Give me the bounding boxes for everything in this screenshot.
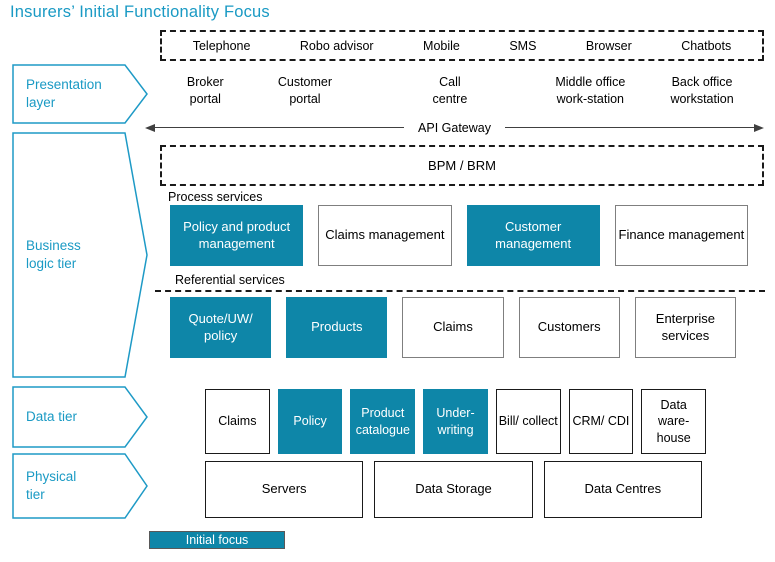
service-box-enterprise-services: Enterprise services — [634, 297, 737, 358]
chevron-shape — [12, 386, 148, 448]
service-box-claims-management: Claims management — [318, 205, 452, 266]
physical-box-data-storage: Data Storage — [374, 461, 533, 518]
portal-back-office: Back office workstation — [640, 74, 764, 108]
portal-back-office-label: Back office workstation — [670, 75, 734, 106]
channels-box: Telephone Robo advisor Mobile SMS Browse… — [160, 30, 764, 61]
portal-broker-label: Broker portal — [186, 75, 224, 106]
chevron-shape — [12, 64, 148, 124]
arrow-line — [155, 126, 405, 129]
layer-presentation: Presentation layer — [12, 64, 148, 124]
data-box-bill-collect: Bill/ collect — [495, 389, 561, 454]
layer-data-tier-label: Data tier — [26, 408, 78, 424]
chevron-shape — [12, 453, 148, 519]
layer-business-logic-label: Business logic tier — [26, 237, 81, 271]
channel-sms: SMS — [509, 38, 537, 53]
portal-middle-office-label: Middle office work-station — [555, 75, 626, 106]
layer-physical-tier-label: Physical tier — [26, 468, 77, 502]
physical-box-data-centres: Data Centres — [543, 461, 702, 518]
service-box-products: Products — [286, 297, 388, 358]
physical-tier-row: Servers Data Storage Data Centres — [205, 461, 702, 518]
arrow-line — [504, 126, 755, 129]
data-box-product-catalogue: Product catalogue — [350, 389, 416, 454]
channel-browser: Browser — [585, 38, 632, 53]
data-box-underwriting: Under-writing — [423, 389, 488, 454]
data-box-policy: Policy — [277, 389, 343, 454]
service-box-finance-management: Finance management — [614, 205, 748, 266]
physical-box-servers: Servers — [205, 461, 364, 518]
channel-mobile: Mobile — [423, 38, 460, 53]
portal-customer: Customer portal — [251, 74, 360, 108]
portal-broker: Broker portal — [160, 74, 251, 108]
layer-physical-tier: Physical tier — [12, 453, 148, 519]
legend-initial-focus: Initial focus — [149, 531, 285, 549]
layer-business-logic: Business logic tier — [12, 132, 148, 378]
api-gateway-label: API Gateway — [418, 120, 491, 135]
process-services-row: Policy and product management Claims man… — [170, 205, 748, 266]
channel-telephone: Telephone — [192, 38, 251, 53]
portal-middle-office: Middle office work-station — [541, 74, 641, 108]
data-box-data-warehouse: Data ware-house — [641, 389, 707, 454]
service-box-customers: Customers — [518, 297, 620, 358]
portal-customer-label: Customer portal — [277, 75, 333, 106]
process-services-heading: Process services — [168, 190, 263, 204]
referential-services-row: Quote/UW/ policy Products Claims Custome… — [170, 297, 737, 358]
arrow-right-head-icon — [754, 123, 765, 132]
portal-call-centre-label: Call centre — [432, 75, 468, 106]
layer-data-tier: Data tier — [12, 386, 148, 448]
page-title: Insurers’ Initial Functionality Focus — [10, 3, 270, 21]
portal-call-centre: Call centre — [359, 74, 540, 108]
service-box-claims: Claims — [402, 297, 504, 358]
arrow-left-head-icon — [145, 123, 155, 132]
service-box-policy-product-management: Policy and product management — [170, 205, 304, 266]
chevron-shape — [12, 132, 148, 378]
legend-initial-focus-label: Initial focus — [185, 533, 249, 547]
portals-row: Broker portal Customer portal Call centr… — [160, 74, 764, 108]
data-tier-row: Claims Policy Product catalogue Under-wr… — [205, 389, 707, 454]
channel-robo-advisor: Robo advisor — [299, 38, 374, 53]
channel-chatbots: Chatbots — [681, 38, 732, 53]
layer-presentation-label: Presentation layer — [26, 76, 102, 110]
data-box-claims: Claims — [205, 389, 270, 454]
data-box-crm-cdi: CRM/ CDI — [568, 389, 634, 454]
bpm-brm-box: BPM / BRM — [160, 145, 764, 186]
referential-divider — [155, 290, 765, 292]
service-box-quote-uw-policy: Quote/UW/ policy — [170, 297, 272, 358]
bpm-brm-label: BPM / BRM — [428, 158, 496, 173]
api-gateway-arrow: API Gateway — [145, 119, 765, 136]
referential-services-heading: Referential services — [175, 273, 285, 287]
service-box-customer-management: Customer management — [466, 205, 600, 266]
